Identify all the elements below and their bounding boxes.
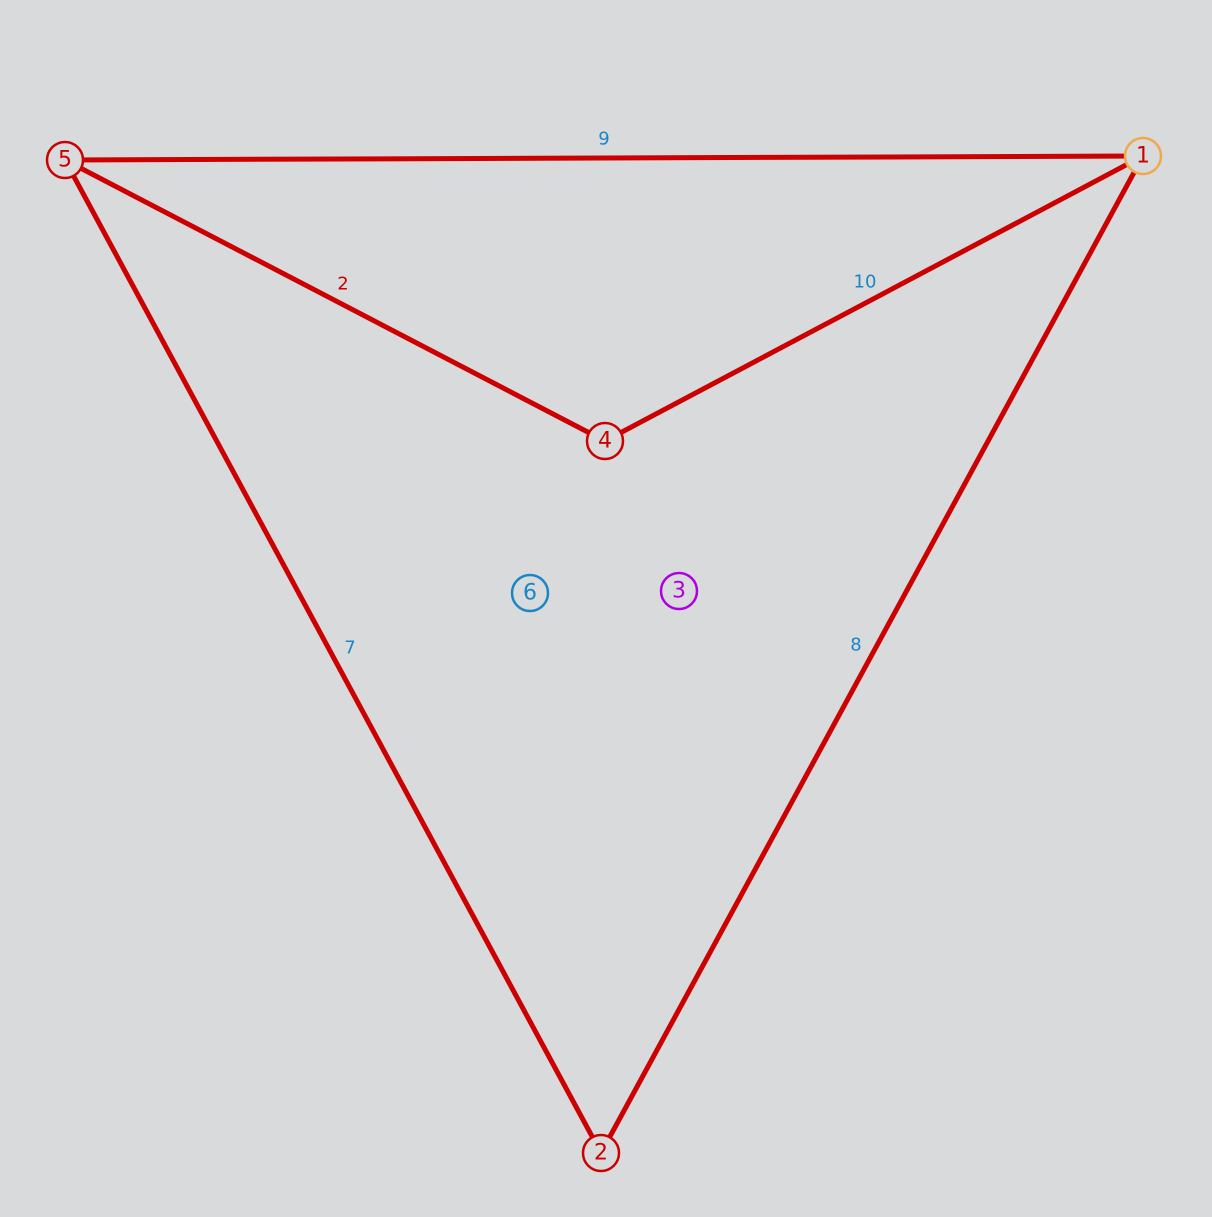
node-circle-5 [45,140,85,180]
edge-5-2 [62,157,604,1156]
node-circle-4 [585,421,625,461]
node-circle-3 [659,571,699,611]
edge-label-5-2: 7 [344,638,355,659]
node-label-6: 6 [523,581,537,606]
node-6: 6 [510,573,550,613]
edge-4-1 [602,153,1146,444]
node-circle-1 [1123,136,1163,176]
node-5: 5 [45,140,85,180]
edge-1-2 [598,153,1146,1156]
node-circle-6 [510,573,550,613]
edge-label-1-2: 8 [850,635,861,656]
node-4: 4 [585,421,625,461]
edge-5-4 [62,157,608,444]
node-circle-2 [581,1133,621,1173]
edges-layer [62,153,1146,1156]
node-label-1: 1 [1136,144,1150,169]
edge-label-5-1: 9 [598,129,609,150]
edge-5-1 [62,153,1146,163]
node-2: 2 [581,1133,621,1173]
edge-label-5-4: 2 [337,274,348,295]
node-3: 3 [659,571,699,611]
node-label-3: 3 [672,579,686,604]
node-label-4: 4 [598,429,612,454]
node-1: 1 [1123,136,1163,176]
node-label-5: 5 [58,148,72,173]
edge-label-4-1: 10 [854,272,877,293]
nodes-layer: 1 2 3 4 5 6 [45,136,1163,1173]
edge-labels-layer: 9 2 10 7 8 [337,129,876,659]
node-label-2: 2 [594,1141,608,1166]
